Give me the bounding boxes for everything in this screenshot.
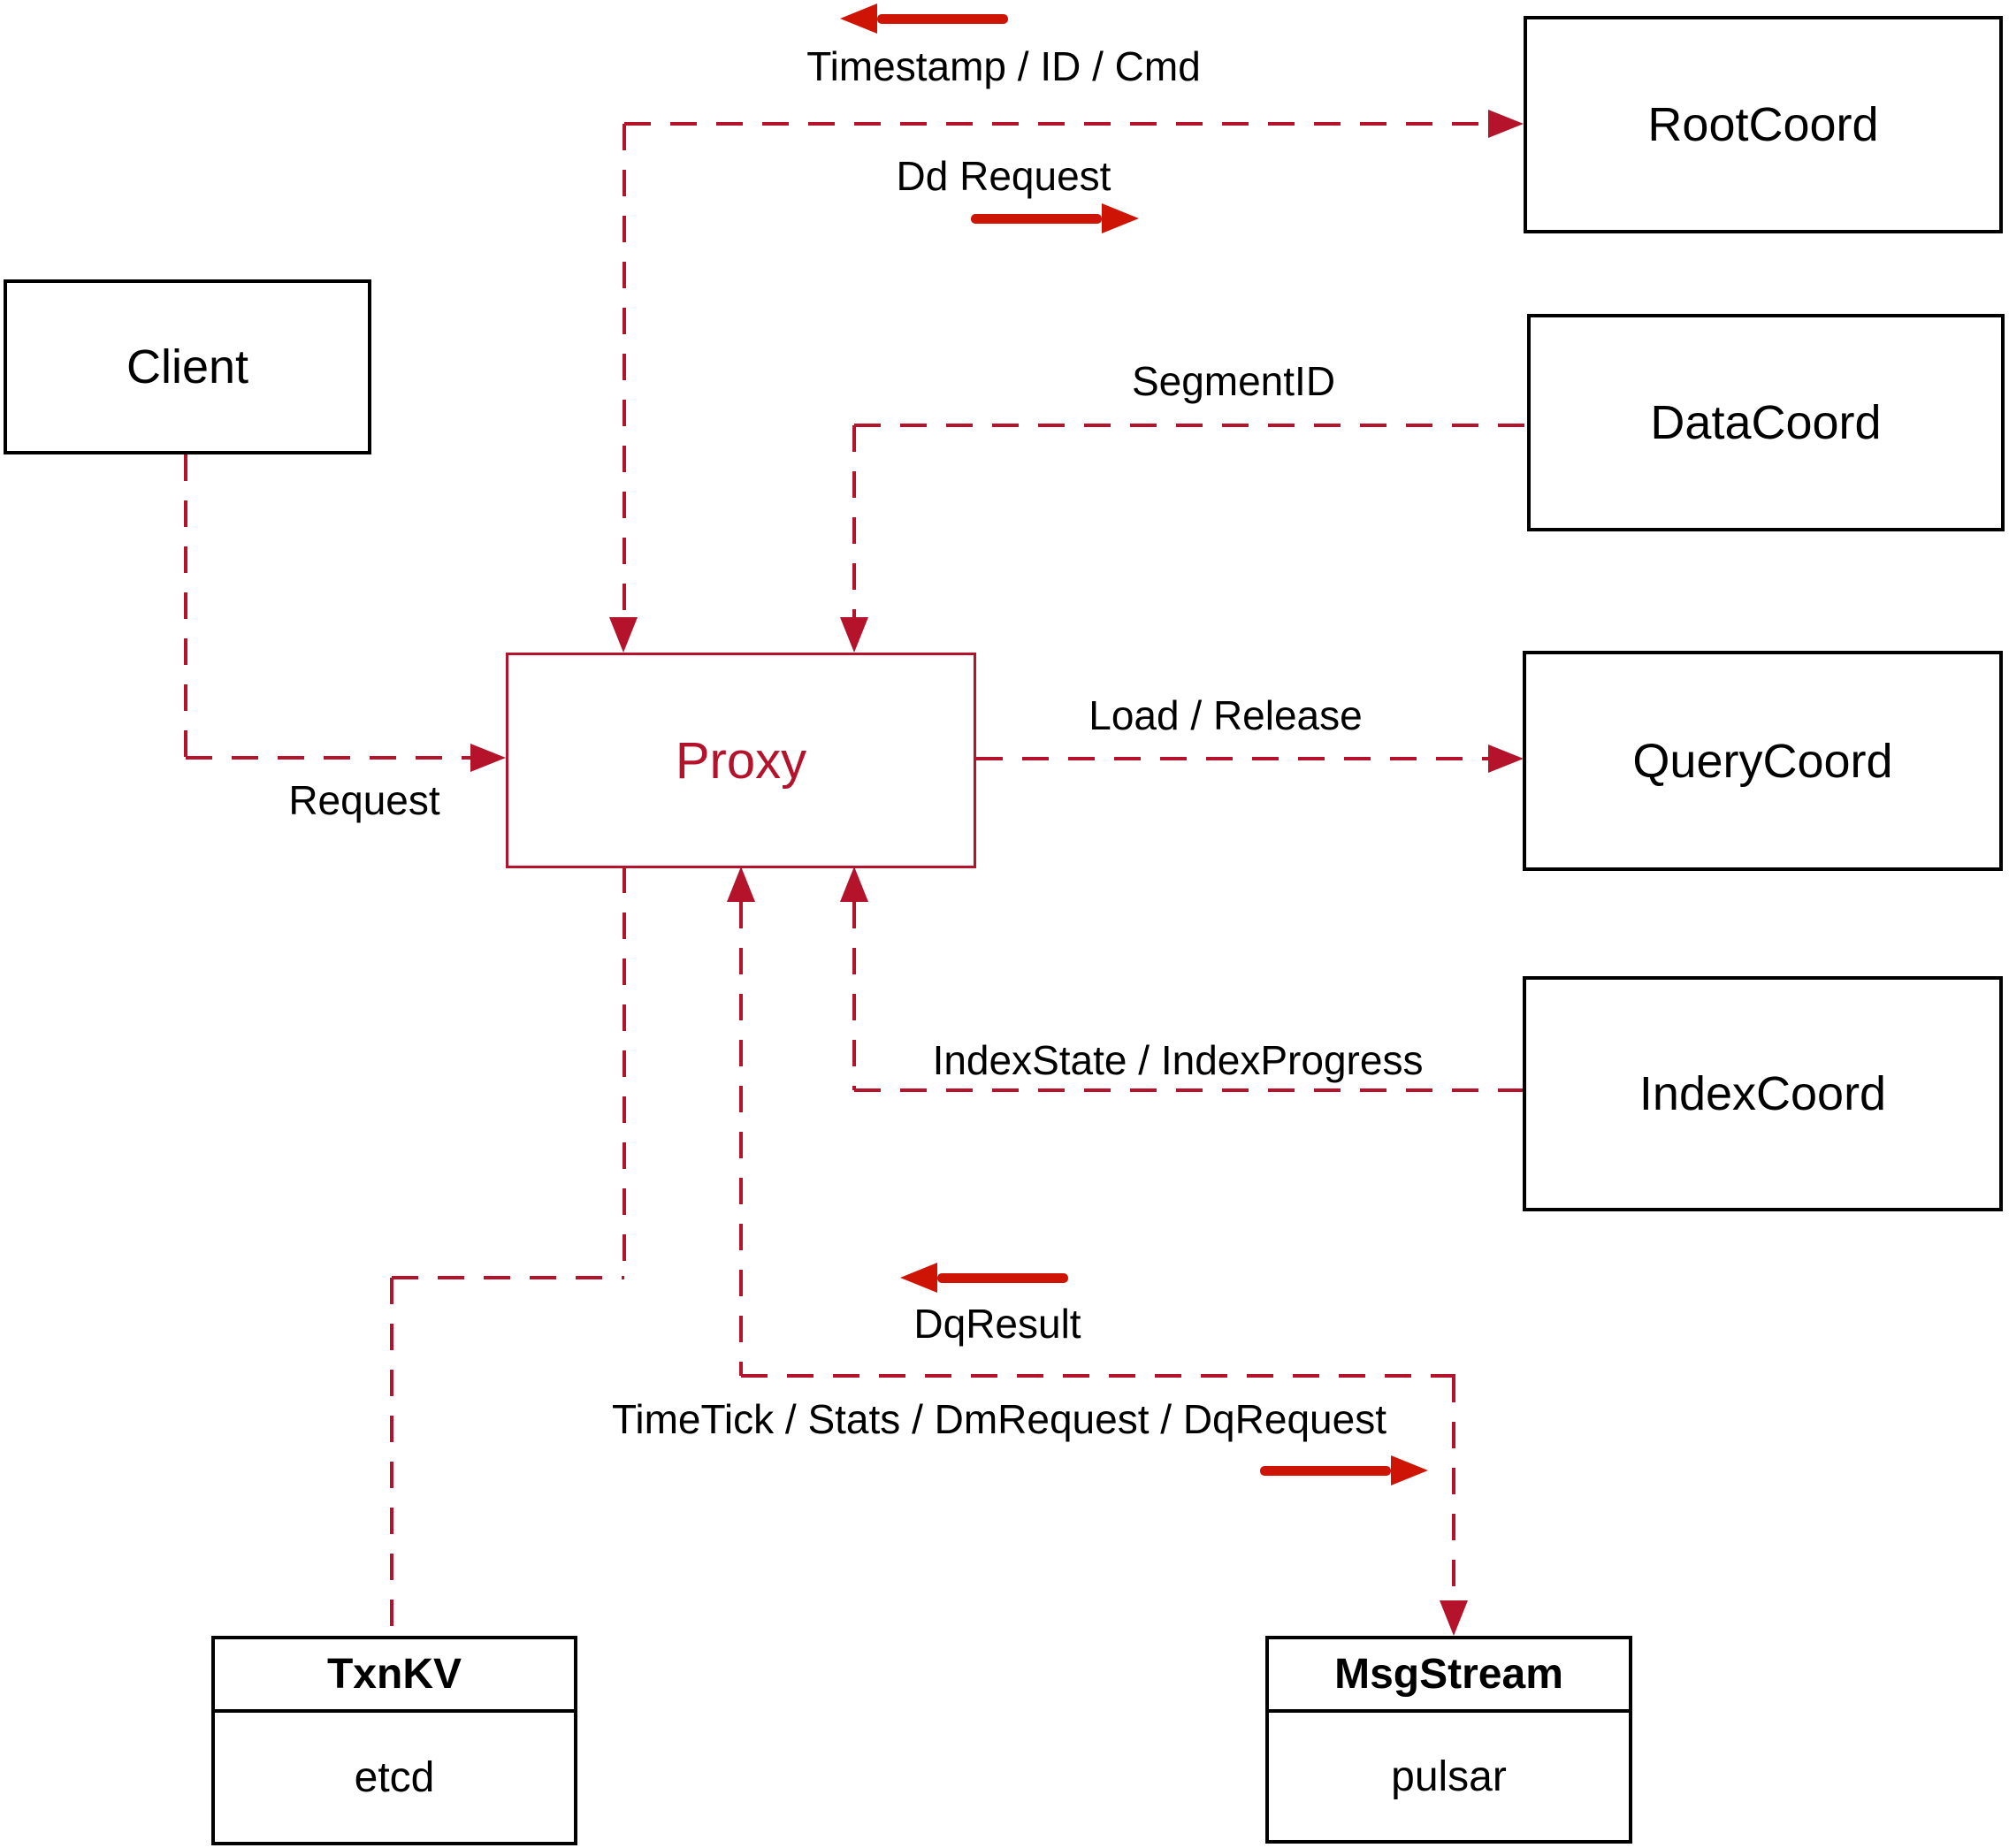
- edge-label-time-tick-stats: TimeTick / Stats / DmRequest / DqRequest: [612, 1396, 1386, 1442]
- edge-indexcoord-proxy-vertical: [852, 902, 856, 1090]
- arrowhead-into-proxy-bottom-middle-icon: [727, 867, 755, 902]
- edge-proxy-txnkv-horizontal: [392, 1276, 624, 1279]
- edge-label-dq-result: DqResult: [913, 1301, 1081, 1347]
- node-datacoord: DataCoord: [1527, 314, 2005, 531]
- edge-label-dd-request: Dd Request: [896, 153, 1111, 199]
- edge-proxy-msgstream-vertical-left: [739, 902, 743, 1376]
- node-querycoord: QueryCoord: [1523, 651, 2003, 871]
- client-label: Client: [126, 340, 249, 393]
- edge-label-segment-id: SegmentID: [1131, 358, 1336, 404]
- edge-rootcoord-proxy-horizontal: [624, 122, 1488, 126]
- txnkv-impl: etcd: [354, 1753, 435, 1801]
- edge-rootcoord-proxy-vertical: [623, 124, 626, 615]
- node-proxy: Proxy: [506, 653, 976, 868]
- edge-proxy-querycoord-horizontal: [976, 757, 1488, 760]
- arrowhead-into-proxy-top-left-icon: [609, 617, 638, 653]
- querycoord-label: QueryCoord: [1632, 734, 1893, 788]
- arrowhead-into-msgstream-icon: [1440, 1600, 1468, 1636]
- edge-datacoord-proxy-horizontal: [854, 424, 1527, 427]
- edge-label-request: Request: [288, 777, 440, 823]
- edge-proxy-txnkv-vertical-upper: [623, 867, 626, 1278]
- time-tick-direction-right-arrow-icon: [1260, 1455, 1428, 1485]
- edge-client-proxy-vertical: [184, 454, 187, 758]
- node-rootcoord: RootCoord: [1524, 16, 2003, 233]
- txnkv-title: TxnKV: [215, 1639, 574, 1713]
- edge-datacoord-proxy-vertical: [852, 425, 856, 617]
- node-txnkv: TxnKV etcd: [211, 1636, 577, 1845]
- dq-result-direction-left-arrow-icon: [900, 1263, 1068, 1293]
- indexcoord-label: IndexCoord: [1639, 1067, 1887, 1120]
- msgstream-title: MsgStream: [1269, 1639, 1629, 1713]
- node-client: Client: [4, 279, 371, 454]
- arrowhead-into-rootcoord-icon: [1488, 110, 1524, 138]
- dd-request-direction-right-arrow-icon: [971, 203, 1139, 233]
- node-indexcoord: IndexCoord: [1523, 976, 2003, 1211]
- edge-proxy-txnkv-vertical-lower: [390, 1278, 393, 1636]
- edge-client-proxy-horizontal: [186, 756, 470, 760]
- proxy-label: Proxy: [675, 731, 807, 790]
- edge-label-index-state-progress: IndexState / IndexProgress: [932, 1037, 1424, 1083]
- edge-proxy-msgstream-horizontal: [741, 1374, 1455, 1378]
- edge-proxy-msgstream-vertical-right: [1452, 1376, 1455, 1600]
- msgstream-impl: pulsar: [1391, 1753, 1507, 1800]
- edge-label-load-release: Load / Release: [1089, 692, 1363, 738]
- timestamp-direction-left-arrow-icon: [840, 4, 1008, 34]
- rootcoord-label: RootCoord: [1647, 98, 1879, 151]
- arrowhead-into-proxy-left-icon: [470, 744, 506, 772]
- edge-indexcoord-proxy-horizontal: [854, 1088, 1523, 1092]
- arrowhead-into-proxy-top-right-icon: [840, 617, 868, 653]
- datacoord-label: DataCoord: [1650, 396, 1882, 449]
- arrowhead-into-proxy-bottom-right-icon: [840, 867, 868, 902]
- edge-label-timestamp-id-cmd: Timestamp / ID / Cmd: [806, 43, 1201, 89]
- arrowhead-into-querycoord-icon: [1488, 745, 1524, 773]
- node-msgstream: MsgStream pulsar: [1265, 1636, 1632, 1844]
